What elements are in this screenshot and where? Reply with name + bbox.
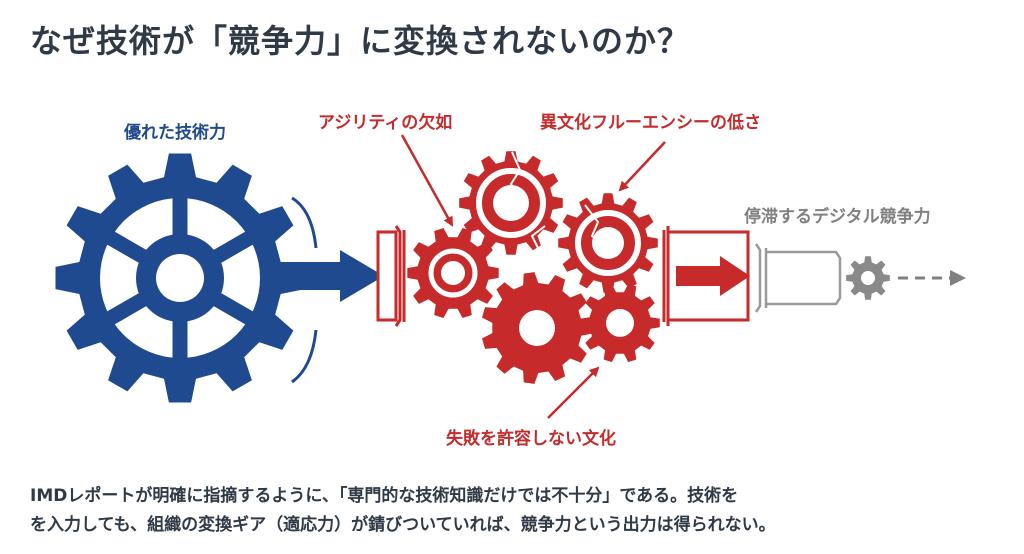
caption-line-2: を入力しても、組織の変換ギア（適応力）が錆びついていれば、競争力という出力は得ら… (30, 515, 776, 535)
output-connector (754, 243, 842, 313)
pointer-fluency (618, 141, 666, 192)
pointer-failure (547, 366, 600, 419)
caption-text: IMDレポートが明確に指摘するように、「専門的な技術知識だけでは不十分」である。… (30, 482, 776, 540)
large-blue-gear-icon (55, 153, 305, 403)
red-gear-icon (580, 283, 660, 363)
label-agility: アジリティの欠如 (318, 113, 453, 133)
red-gear-icon (407, 228, 499, 318)
caption-line-1: IMDレポートが明確に指摘するように、「専門的な技術知識だけでは不十分」である。… (30, 486, 739, 506)
page-title: なぜ技術が「競争力」に変換されないのか？ (30, 22, 691, 60)
label-fluency: 異文化フルーエンシーの低さ (540, 113, 761, 133)
red-gear-icon (482, 272, 593, 384)
dashed-output-arrow (898, 270, 966, 286)
label-input-technology: 優れた技術力 (124, 123, 226, 143)
pointer-agility (400, 134, 454, 227)
label-failure-culture: 失敗を許容しない文化 (446, 429, 616, 449)
red-cracked-gear-icon (459, 151, 563, 255)
red-cracked-gear-icon (558, 193, 658, 293)
output-arrow-red (676, 256, 750, 296)
label-output: 停滞するデジタル競争力 (744, 207, 931, 227)
small-gray-gear-icon (846, 256, 890, 300)
